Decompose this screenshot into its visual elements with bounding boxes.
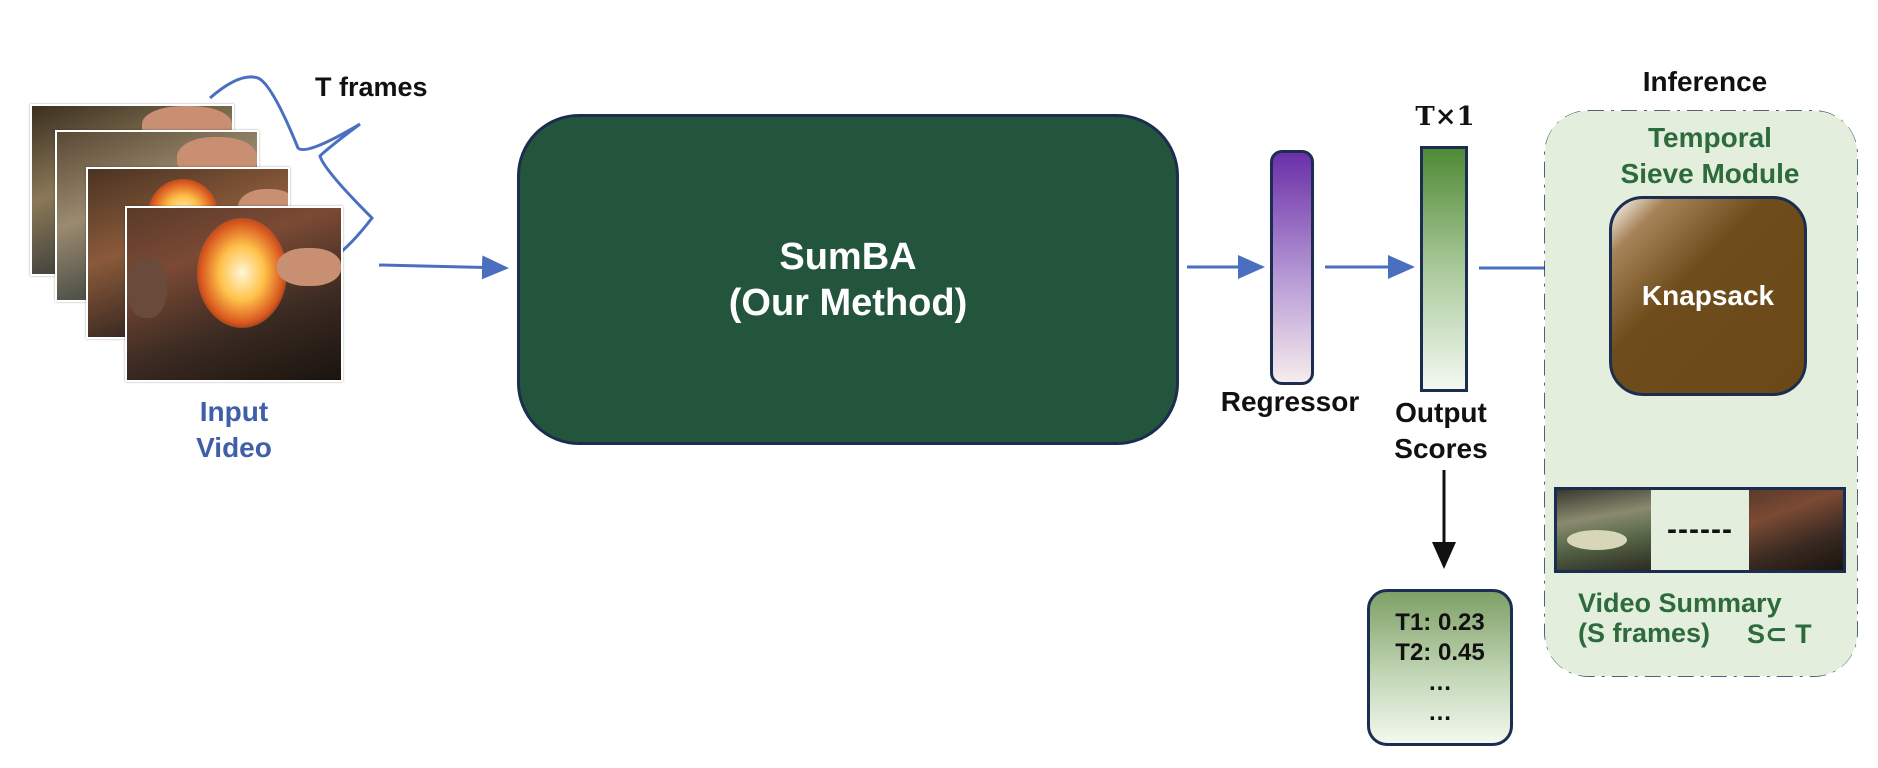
s-frames-label: (S frames) <box>1578 618 1711 648</box>
model-subtitle: (Our Method) <box>728 281 968 324</box>
sieve-line2: Sieve Module <box>1620 158 1800 189</box>
output-dims-label: T×1 <box>1415 102 1475 132</box>
sieve-line1: Temporal <box>1648 122 1772 153</box>
video-summary-label: Video Summary <box>1578 588 1782 618</box>
regressor-label: Regressor <box>1220 386 1360 417</box>
subset-label: S⊂ T <box>1747 619 1812 649</box>
score-line: T1: 0.23 <box>1395 608 1485 636</box>
sumba-model-block: SumBA (Our Method) <box>517 114 1179 445</box>
score-line: T2: 0.45 <box>1395 638 1485 666</box>
video-frame-4 <box>125 206 343 382</box>
summary-ellipsis: ------ <box>1667 513 1733 546</box>
summary-thumb-first <box>1557 490 1651 570</box>
frames-label: T frames <box>315 72 428 102</box>
inference-title: Inference <box>1642 66 1768 97</box>
output-scores-label: Output Scores <box>1378 395 1504 467</box>
output-label-line1: Output <box>1395 397 1487 428</box>
input-video-label: Input Video <box>162 394 306 466</box>
arrow-input-to-model <box>378 255 509 280</box>
knapsack-block: Knapsack <box>1609 196 1807 396</box>
temporal-sieve-label: Temporal Sieve Module <box>1600 120 1820 192</box>
output-label-line2: Scores <box>1394 433 1488 464</box>
knapsack-label: Knapsack <box>1641 280 1775 311</box>
scores-values-box: T1: 0.23 T2: 0.45 … … <box>1367 589 1513 746</box>
input-label-line2: Video <box>196 432 272 463</box>
score-line: … <box>1428 668 1452 696</box>
frames-brace <box>209 75 374 258</box>
model-title: SumBA <box>779 235 917 278</box>
summary-frames-strip: ------ <box>1554 487 1846 573</box>
input-label-line1: Input <box>199 396 269 427</box>
score-line: … <box>1428 698 1452 726</box>
summary-thumb-last <box>1749 490 1843 570</box>
output-scores-bar <box>1420 146 1468 392</box>
regressor-bar <box>1270 150 1314 385</box>
